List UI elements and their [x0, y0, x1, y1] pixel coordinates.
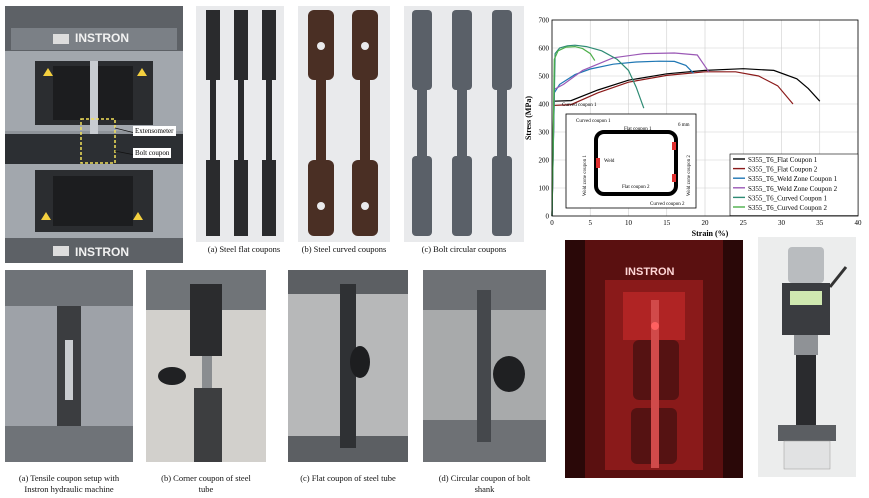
- caption-steel-curved: (b) Steel curved coupons: [301, 244, 387, 254]
- steel-flat-coupons-photo: [196, 6, 284, 242]
- red-instron-drawing: [565, 240, 743, 478]
- bolt-circular-coupons-photo: [404, 6, 524, 242]
- y-tick-label: 600: [539, 45, 550, 53]
- instron-machine-photo: INSTRON INSTRON Extensometer Bolt coupon: [5, 6, 183, 263]
- legend-entry: S355_T6_Curved Coupon 1: [748, 194, 827, 202]
- legend-box: [729, 153, 859, 216]
- caption-a-line1: (a) Tensile coupon setup with: [18, 473, 120, 483]
- flat-coupon-tube-photo: [288, 270, 408, 462]
- x-tick-label: 35: [816, 219, 824, 227]
- series-line-1: [551, 68, 821, 217]
- x-tick-label: 15: [663, 219, 671, 227]
- flat-coupon-tube-drawing: [288, 270, 408, 462]
- chart-legend: S355_T6_Flat Coupon 1 S355_T6_Flat Coupon…: [729, 153, 859, 216]
- caption-a-line2: Instron hydraulic machine: [24, 484, 114, 494]
- tensile-setup-drawing: [5, 270, 133, 462]
- caption-c-line1: (c) Flat coupon of steel tube: [300, 473, 396, 483]
- tensile-setup-photo: [5, 270, 133, 462]
- section-inset: Curved coupon 1 Flat coupon 1 6 mm Weld …: [562, 103, 697, 209]
- inset-dimension: 6 mm: [678, 123, 690, 128]
- caption-b-line1: (b) Corner coupon of steel: [161, 473, 251, 483]
- caption-steel-flat: (a) Steel flat coupons: [207, 244, 281, 254]
- legend-entry: S355_T6_Curved Coupon 2: [748, 204, 827, 212]
- machine-drawing: [5, 6, 183, 263]
- red-instron-logo: INSTRON: [625, 266, 675, 278]
- x-axis-label: Strain (%): [692, 229, 729, 238]
- legend-entry: S355_T6_Flat Coupon 2: [748, 166, 818, 174]
- y-tick-label: 500: [539, 73, 550, 81]
- red-lit-instron-photo: INSTRON: [565, 240, 743, 478]
- caption-bolt-circular: (c) Bolt circular coupons: [421, 244, 507, 254]
- caption-d-line1: (d) Circular coupon of bolt: [438, 473, 531, 483]
- y-axis-label: Stress (MPa): [524, 96, 533, 140]
- hardness-tester-photo: [758, 237, 856, 477]
- legend-entry: S355_T6_Weld Zone Coupon 1: [748, 175, 838, 183]
- x-tick-label: 5: [589, 219, 593, 227]
- y-tick-label: 200: [539, 157, 550, 165]
- corner-coupon-drawing: [146, 270, 266, 462]
- x-tick-labels: 0 5 10 15 20 25 30 35 40: [550, 219, 862, 227]
- bolt-coupon-label: Bolt coupon: [133, 148, 172, 158]
- inset-curved-coupon-1-left: Curved coupon 1: [562, 103, 597, 108]
- extensometer-label: Extensometer: [133, 126, 176, 136]
- series-line-4: [551, 52, 710, 217]
- curved-coupons-drawing: [308, 10, 378, 236]
- hardness-tester-drawing: [758, 237, 856, 477]
- legend-entry: S355_T6_Flat Coupon 1: [748, 156, 818, 164]
- instron-logo-top: INSTRON: [75, 31, 129, 45]
- y-tick-label: 400: [539, 101, 550, 109]
- instron-logo-bottom: INSTRON: [75, 245, 129, 259]
- y-tick-labels: 0 100 200 300 400 500 600 700: [539, 17, 550, 221]
- inset-flat-coupon-2: Flat coupon 2: [622, 185, 650, 190]
- x-tick-label: 20: [702, 219, 710, 227]
- x-tick-label: 40: [855, 219, 863, 227]
- corner-coupon-photo: [146, 270, 266, 462]
- inset-weld-zone-coupon-1: Weld zone coupon 1: [583, 155, 588, 196]
- inset-weld: Weld: [604, 159, 615, 164]
- y-tick-label: 100: [539, 185, 550, 193]
- flat-coupons-drawing: [206, 10, 276, 236]
- circular-coupon-bolt-drawing: [423, 270, 546, 462]
- caption-d-line2: shank: [474, 484, 495, 494]
- bolt-coupons-drawing: [412, 10, 512, 236]
- inset-flat-coupon-1: Flat coupon 1: [624, 127, 652, 132]
- legend-entry: S355_T6_Weld Zone Coupon 2: [748, 185, 838, 193]
- inset-curved-coupon-1-top: Curved coupon 1: [576, 119, 611, 124]
- x-tick-label: 0: [550, 219, 554, 227]
- plot-frame: [551, 19, 859, 217]
- circular-coupon-bolt-photo: [423, 270, 546, 462]
- steel-curved-coupons-photo: [298, 6, 390, 242]
- caption-b-line2: tube: [198, 484, 214, 494]
- series-line-2: [551, 71, 794, 217]
- inset-weld-zone-coupon-2: Weld zone coupon 2: [687, 155, 692, 196]
- x-tick-label: 10: [625, 219, 633, 227]
- series-line-6: [551, 45, 596, 217]
- series-line-5: [551, 44, 645, 217]
- x-tick-label: 25: [740, 219, 748, 227]
- y-tick-label: 0: [546, 213, 550, 221]
- chart-series-lines: [551, 44, 821, 217]
- y-tick-label: 300: [539, 129, 550, 137]
- inset-curved-coupon-2: Curved coupon 2: [650, 202, 685, 207]
- y-tick-label: 700: [539, 17, 550, 25]
- x-tick-label: 30: [778, 219, 786, 227]
